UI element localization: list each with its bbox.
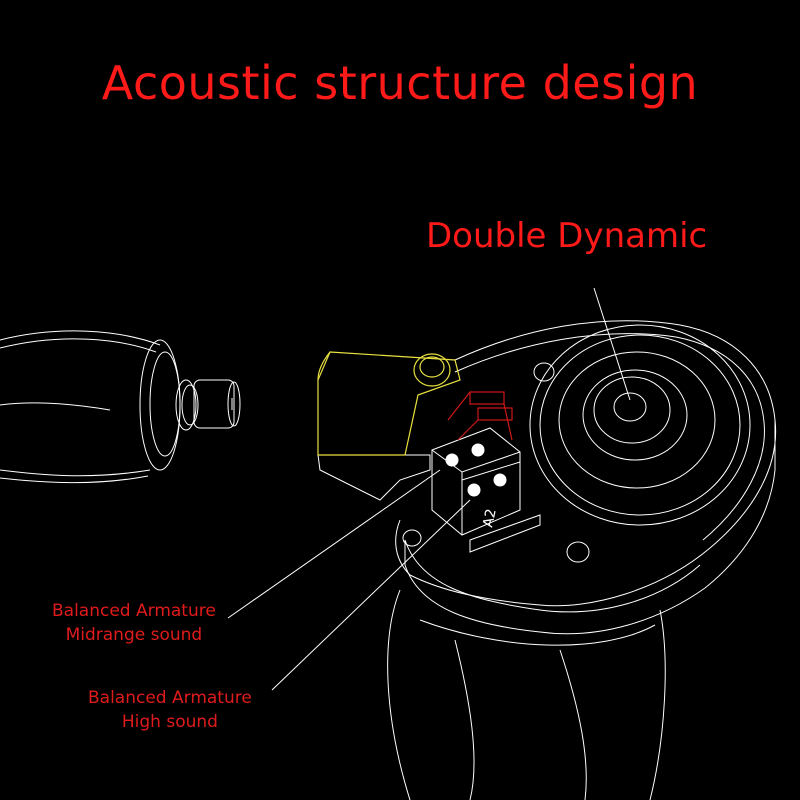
cable-body [0, 330, 161, 484]
callout-ba-midrange-line1: Balanced Armature [52, 601, 216, 621]
callout-double-dynamic: Double Dynamic [426, 216, 708, 256]
callout-ba-high: Balanced Armature High sound [88, 686, 252, 734]
nozzle-base [317, 454, 431, 501]
eartip [387, 589, 666, 800]
callout-ba-midrange-line2: Midrange sound [65, 625, 203, 645]
callout-ba-high-line1: Balanced Armature [88, 688, 252, 708]
armature-tubes [447, 391, 513, 441]
sound-nozzle [317, 351, 461, 456]
callout-ba-high-line2: High sound [121, 712, 218, 732]
leader-lines [227, 287, 631, 691]
dynamic-driver [402, 324, 751, 563]
armature-part-label: A2 [480, 507, 499, 528]
housing-shell [395, 320, 777, 635]
balanced-armature-block [431, 427, 541, 553]
callout-ba-midrange: Balanced Armature Midrange sound [52, 599, 216, 647]
diagram-title: Acoustic structure design [101, 56, 699, 110]
cable-connector [139, 339, 241, 471]
